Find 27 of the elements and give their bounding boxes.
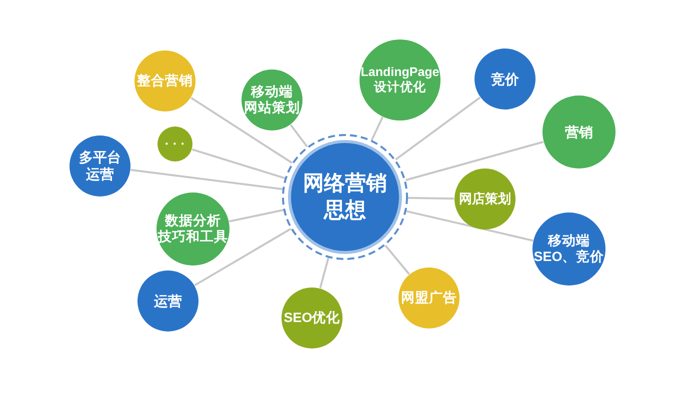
topic-circle: 运营	[137, 270, 199, 332]
connector-line	[190, 96, 293, 164]
topic-circle: 网店策划	[454, 168, 516, 230]
topic-circle: LandingPage设计优化	[359, 39, 441, 121]
topic-circle: 营销	[542, 95, 616, 169]
connector-line	[395, 96, 481, 160]
topic-circle: 多平台运营	[69, 135, 131, 197]
connector-line	[194, 228, 292, 286]
topic-circle: 整合营销	[134, 50, 196, 112]
connector-line	[229, 209, 284, 222]
connector-line	[405, 140, 544, 182]
ellipsis-circle: · · ·	[157, 126, 193, 162]
connector-line	[370, 116, 384, 140]
connector-line	[130, 168, 283, 190]
connector-line	[406, 210, 534, 242]
topic-circle: 移动端SEO、竞价	[532, 212, 606, 286]
hub-circle: 网络营销思想	[281, 133, 409, 261]
connector-line	[290, 124, 308, 148]
connector-line	[384, 244, 410, 275]
topic-circle: 竞价	[474, 48, 536, 110]
connector-line	[319, 258, 330, 288]
topic-circle: 数据分析技巧和工具	[156, 192, 230, 266]
connector-line	[192, 148, 286, 180]
topic-circle: 网盟广告	[398, 267, 460, 329]
topic-circle: SEO优化	[281, 287, 343, 349]
connector-line	[408, 196, 454, 200]
topic-circle: 移动端网站策划	[241, 69, 303, 131]
